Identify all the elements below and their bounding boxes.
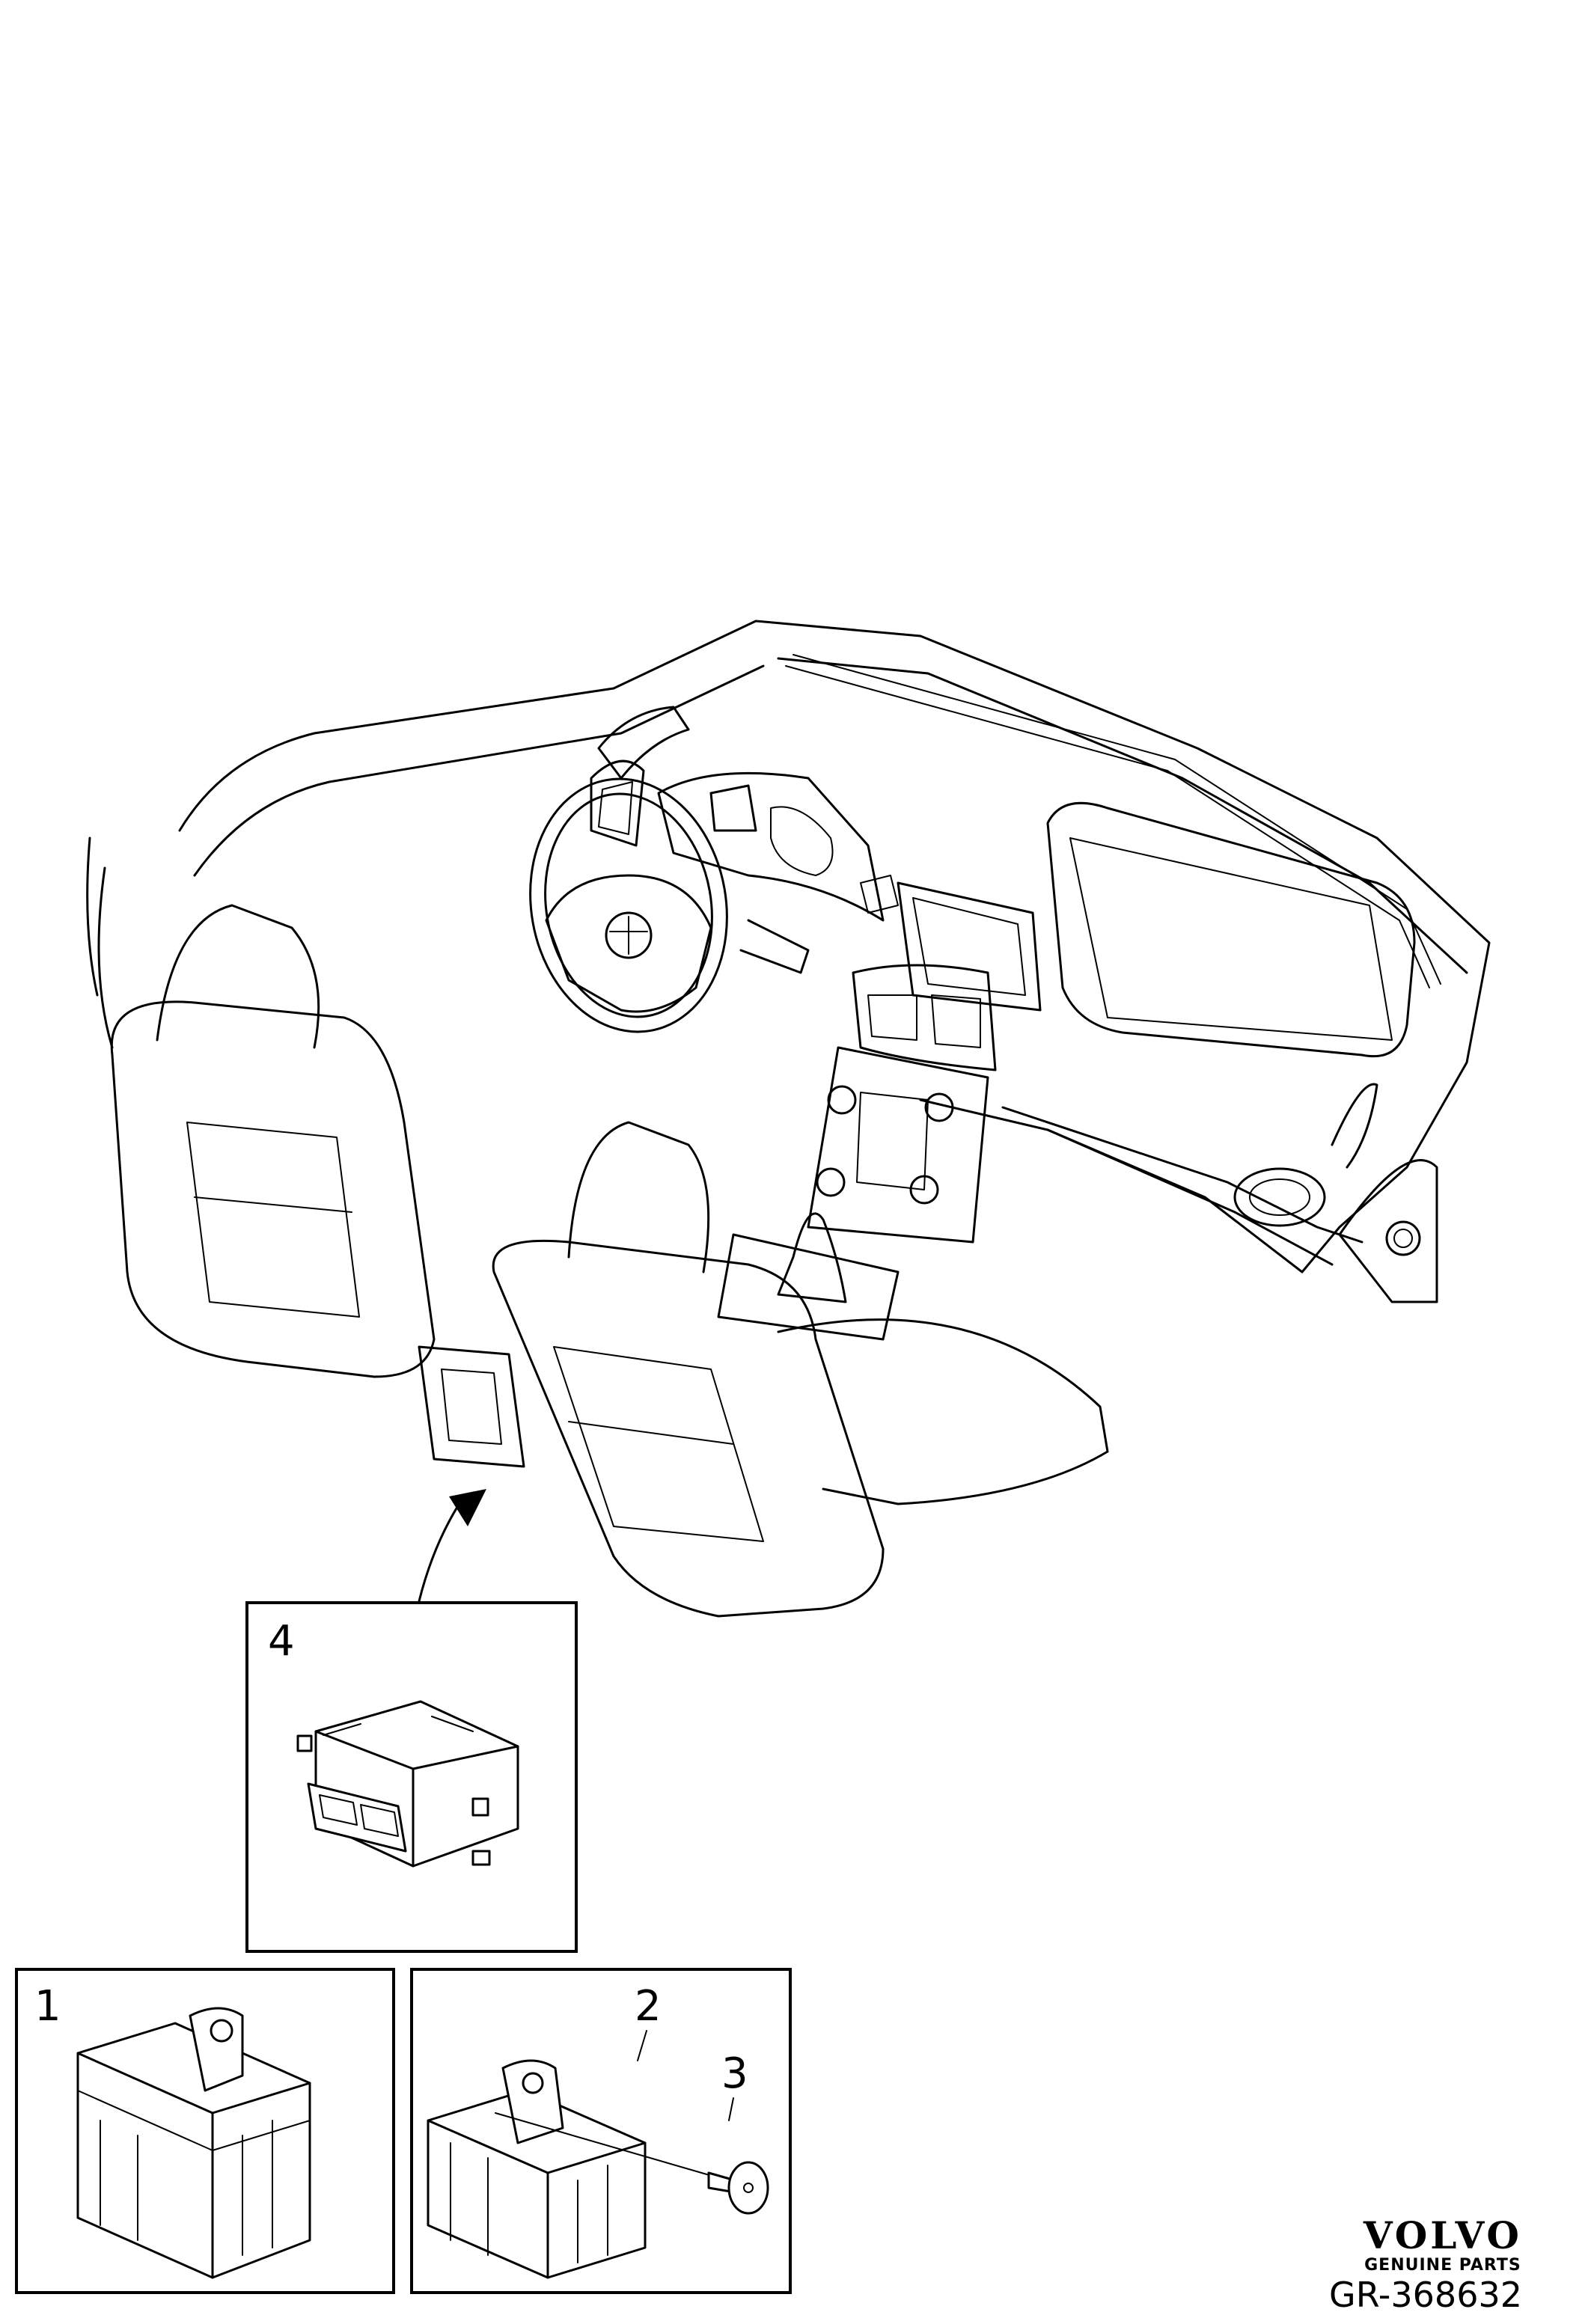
brand-subtitle: GENUINE PARTS xyxy=(1364,2256,1521,2275)
arrow-head xyxy=(449,1489,486,1526)
part-box-4: 4 xyxy=(245,1601,578,1953)
callout-4: 4 xyxy=(268,1617,295,1666)
location-arrow xyxy=(418,1495,465,1603)
right-seat xyxy=(492,1239,885,1618)
callout-3: 3 xyxy=(721,2049,748,2098)
dashboard-outline xyxy=(178,620,1491,1273)
brand-logo: VOLVO xyxy=(1363,2213,1522,2257)
module-1-drawing xyxy=(76,2007,311,2279)
volvo-brand: VOLVO GENUINE PARTS xyxy=(1364,2213,1522,2275)
part-box-1: 1 xyxy=(15,1968,395,2294)
callout-2: 2 xyxy=(635,1982,662,2031)
module-2-drawing xyxy=(427,2030,769,2279)
callout-1: 1 xyxy=(34,1982,61,2031)
part-box-2-3: 2 3 xyxy=(410,1968,792,2294)
reference-code: GR-368632 xyxy=(1329,2275,1522,2315)
left-seat xyxy=(110,1000,436,1378)
control-panel-drawing xyxy=(296,1700,519,1868)
